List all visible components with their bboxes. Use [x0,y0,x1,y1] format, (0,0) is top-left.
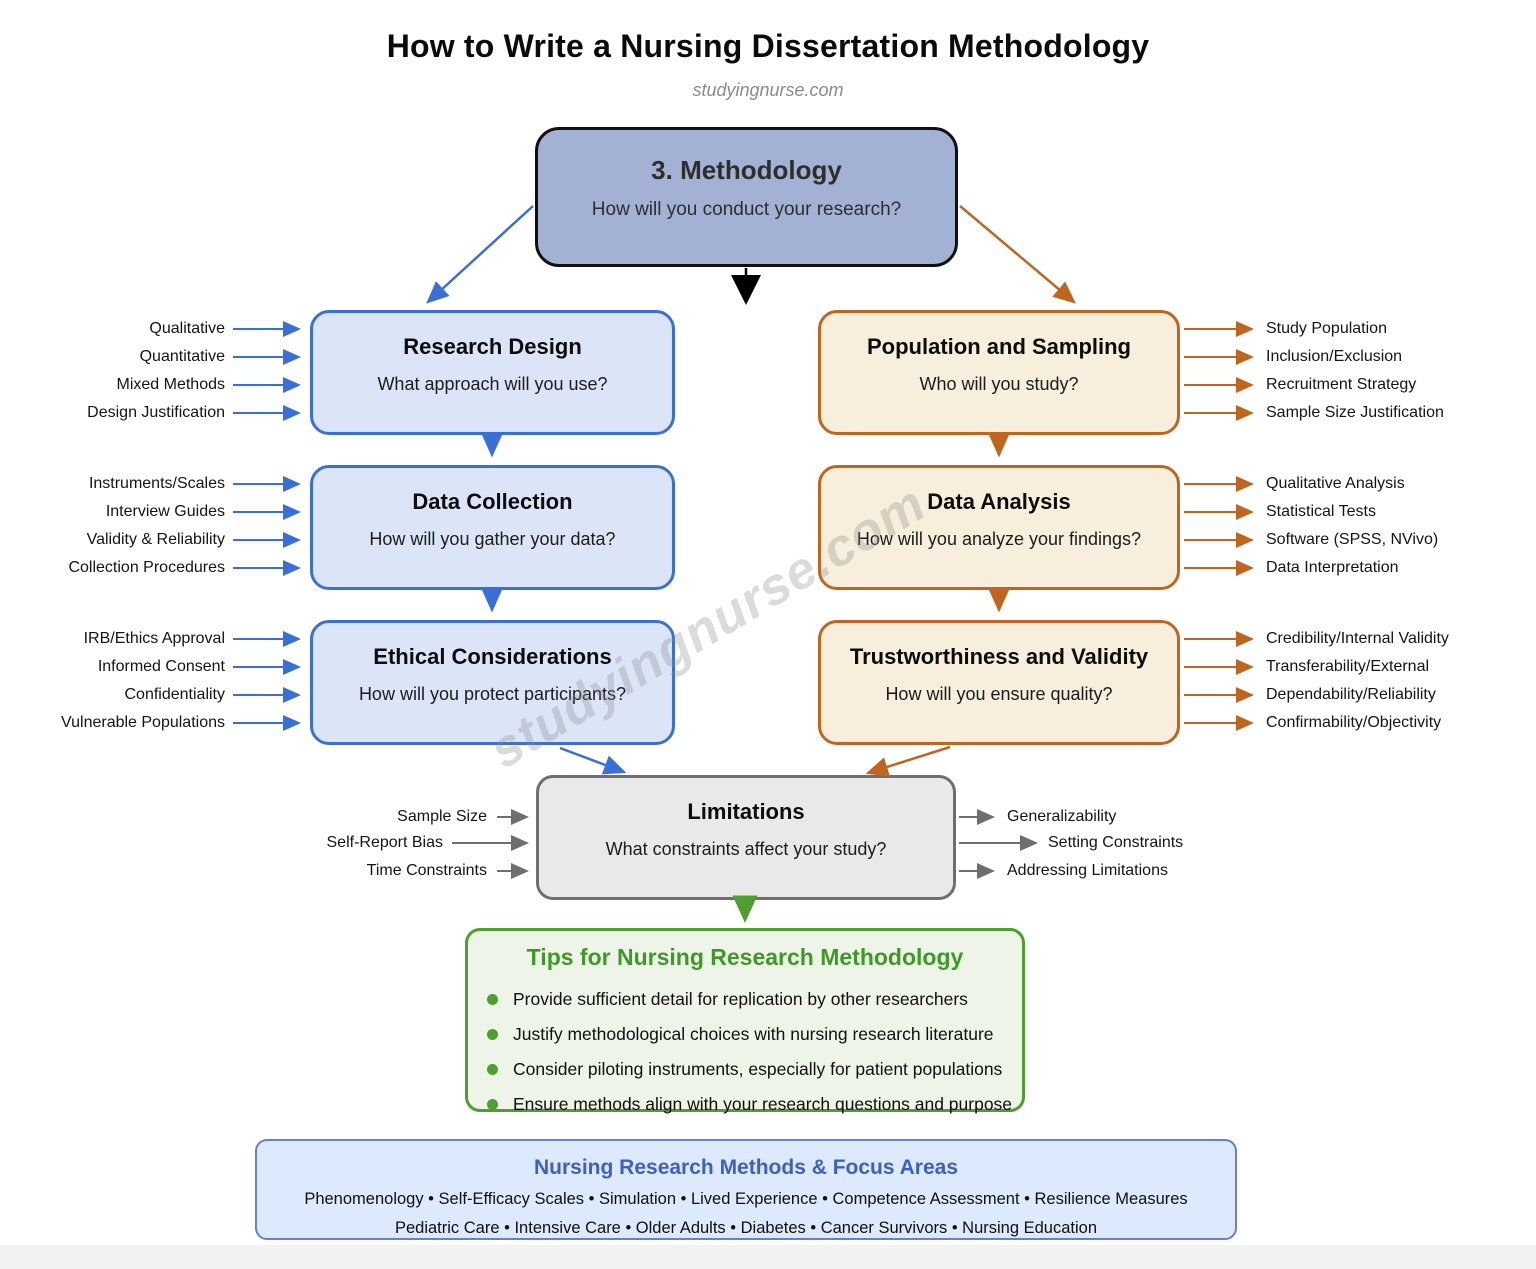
satellite-label: Interview Guides [105,503,225,520]
box-question: How will you analyze your findings? [856,529,1142,549]
tips-box [465,928,1025,1112]
satellite-label: Data Interpretation [1266,559,1399,576]
box-data-collection: Data Collection How will you gather your… [310,465,675,590]
satellite-label: Design Justification [87,404,225,421]
box-limitations: Limitations What constraints affect your… [536,775,956,900]
connector-root-to-population [959,205,1076,304]
bullet-dot-icon [487,1029,498,1040]
box-title: Trustworthiness and Validity [849,644,1149,669]
satellite-label: Study Population [1266,320,1387,337]
satellite-label: Vulnerable Populations [61,714,225,731]
satellite-label: Sample Size [397,808,487,825]
satellite-label: Confirmability/Objectivity [1266,714,1442,731]
footer-line-1: Phenomenology • Self-Efficacy Scales • S… [304,1190,1188,1208]
box-question: What constraints affect your study? [605,839,887,859]
bullet-dot-icon [487,994,498,1005]
tip-item: Consider piloting instruments, especiall… [487,1059,1002,1080]
root-question: How will you conduct your research? [591,199,902,220]
box-question: Who will you study? [919,374,1079,394]
box-title: Limitations [687,799,805,824]
satellite-label: Quantitative [139,348,225,365]
satellite-label: Confidentiality [124,686,226,703]
box-question: How will you protect participants? [358,684,627,704]
satellite-label: Sample Size Justification [1266,404,1444,421]
tip-text: Justify methodological choices with nurs… [513,1024,994,1044]
satellite-label: Addressing Limitations [1007,862,1168,879]
box-question: How will you ensure quality? [885,684,1113,704]
satellite-label: Credibility/Internal Validity [1266,630,1449,647]
satellite-label: Time Constraints [366,862,487,879]
satellite-label: IRB/Ethics Approval [83,630,225,647]
satellite-label: Software (SPSS, NVivo) [1266,531,1439,548]
box-question: How will you gather your data? [369,529,616,549]
box-title: Population and Sampling [867,334,1131,359]
satellite-label: Statistical Tests [1266,503,1376,520]
tip-item: Ensure methods align with your research … [487,1094,1012,1115]
satellite-label: Dependability/Reliability [1266,686,1436,703]
root-title: 3. Methodology [651,155,842,185]
box-trustworthiness-validity: Trustworthiness and Validity How will yo… [818,620,1180,745]
tip-text: Ensure methods align with your research … [513,1094,1013,1114]
footer-title: Nursing Research Methods & Focus Areas [534,1156,958,1179]
box-title: Ethical Considerations [373,644,612,669]
bullet-dot-icon [487,1064,498,1075]
bullet-dot-icon [487,1099,498,1110]
box-data-analysis: Data Analysis How will you analyze your … [818,465,1180,590]
tips-title: Tips for Nursing Research Methodology [526,944,964,970]
satellite-label: Validity & Reliability [86,531,225,548]
box-title: Data Collection [412,489,573,514]
box-population-sampling: Population and Sampling Who will you stu… [818,310,1180,435]
satellite-label: Inclusion/Exclusion [1266,348,1403,365]
box-title: Data Analysis [927,489,1071,514]
connector-ethics-to-limitations [559,746,627,775]
connector-trustworthiness-to-limitations [865,745,951,777]
satellite-label: Generalizability [1007,808,1117,825]
bottom-strip [0,1245,1536,1269]
tip-text: Consider piloting instruments, especiall… [513,1059,1003,1079]
page-title: How to Write a Nursing Dissertation Meth… [386,28,1150,64]
tip-item: Provide sufficient detail for replicatio… [487,989,968,1010]
satellite-label: Self-Report Bias [326,834,444,851]
tip-text: Provide sufficient detail for replicatio… [513,989,968,1009]
satellite-label: Mixed Methods [116,376,226,393]
satellite-label: Instruments/Scales [88,475,225,492]
site-subtitle: studyingnurse.com [692,80,844,100]
tip-item: Justify methodological choices with nurs… [487,1024,994,1045]
satellite-label: Setting Constraints [1048,834,1184,851]
box-research-design: Research Design What approach will you u… [310,310,675,435]
connector-root-to-research-design [426,205,534,304]
satellite-label: Informed Consent [97,658,225,675]
satellite-label: Qualitative [149,320,225,337]
satellite-label: Recruitment Strategy [1266,376,1417,393]
satellite-label: Transferability/External [1266,658,1430,675]
box-ethical-considerations: Ethical Considerations How will you prot… [310,620,675,745]
footer-line-2: Pediatric Care • Intensive Care • Older … [394,1219,1098,1237]
methodology-root-box: 3. Methodology How will you conduct your… [535,127,958,267]
footer-box [255,1139,1237,1240]
satellite-label: Qualitative Analysis [1266,475,1405,492]
satellite-label: Collection Procedures [68,559,225,576]
box-title: Research Design [403,334,582,359]
box-question: What approach will you use? [377,374,608,394]
